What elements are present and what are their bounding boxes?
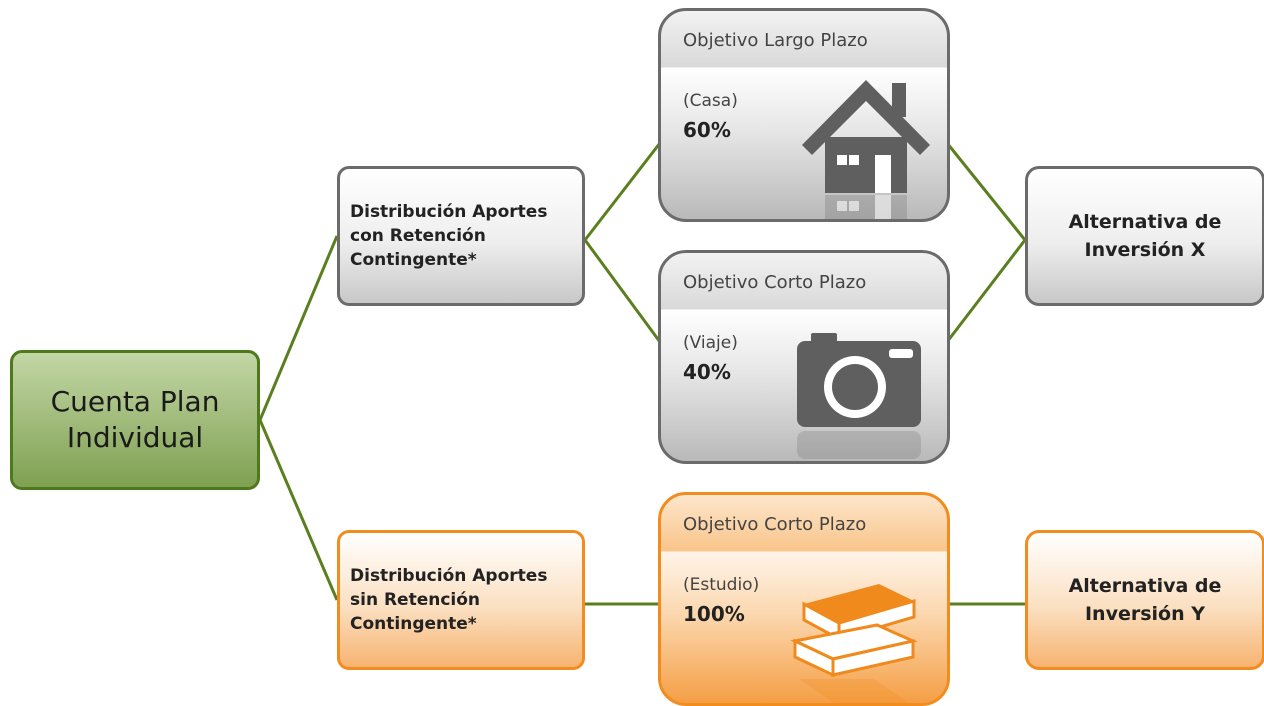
dist-con-retencion-node: Distribución Aportes con Retención Conti… <box>337 166 585 306</box>
alt-inversion-x-node: Alternativa de Inversión X <box>1025 166 1264 306</box>
connector-dist-con-to-obj-largo <box>583 142 662 241</box>
connector-obj-viaje-to-alt-x <box>945 239 1027 343</box>
alt-x-line-2: Inversión X <box>1084 239 1206 261</box>
alt-y-line-2: Inversión Y <box>1084 603 1205 625</box>
obj-estudio-title: Objetivo Corto Plazo <box>683 514 867 535</box>
dist-con-line-3: Contingente* <box>350 250 477 270</box>
dist-sin-line-3: Contingente* <box>350 614 477 634</box>
root-line-1: Cuenta Plan <box>50 385 220 418</box>
dist-sin-retencion-node: Distribución Aportes sin Retención Conti… <box>337 530 585 670</box>
obj-largo-plazo-node: Objetivo Largo Plazo (Casa) 60% <box>658 8 950 222</box>
dist-con-line-2: con Retención <box>350 226 486 246</box>
alt-inversion-y-node: Alternativa de Inversión Y <box>1025 530 1264 670</box>
obj-largo-title: Objetivo Largo Plazo <box>683 30 868 51</box>
books-icon <box>790 584 918 703</box>
alt-x-line-1: Alternativa de <box>1068 211 1222 233</box>
house-icon <box>802 80 930 219</box>
obj-largo-pct: 60% <box>683 118 731 142</box>
obj-largo-sub: (Casa) <box>683 91 738 111</box>
connector-dist-con-to-obj-viaje <box>583 239 662 343</box>
obj-viaje-pct: 40% <box>683 360 731 384</box>
obj-viaje-title: Objetivo Corto Plazo <box>683 272 867 293</box>
obj-estudio-sub: (Estudio) <box>683 575 760 595</box>
obj-corto-plazo-estudio-node: Objetivo Corto Plazo (Estudio) 100% <box>658 492 950 706</box>
alt-y-line-1: Alternativa de <box>1068 575 1222 597</box>
root-node-cuenta-plan-individual: Cuenta Plan Individual <box>10 350 260 490</box>
obj-estudio-pct: 100% <box>683 602 745 626</box>
obj-corto-plazo-viaje-node: Objetivo Corto Plazo (Viaje) 40% <box>658 250 950 464</box>
connector-root-to-dist-sin <box>258 419 339 601</box>
connector-root-to-dist-con <box>258 235 339 421</box>
dist-sin-line-2: sin Retención <box>350 590 481 610</box>
dist-sin-line-1: Distribución Aportes <box>350 566 548 586</box>
obj-viaje-sub: (Viaje) <box>683 333 738 353</box>
root-line-2: Individual <box>66 421 204 454</box>
camera-icon <box>797 333 921 459</box>
dist-con-line-1: Distribución Aportes <box>350 202 548 222</box>
connector-obj-largo-to-alt-x <box>945 142 1027 241</box>
